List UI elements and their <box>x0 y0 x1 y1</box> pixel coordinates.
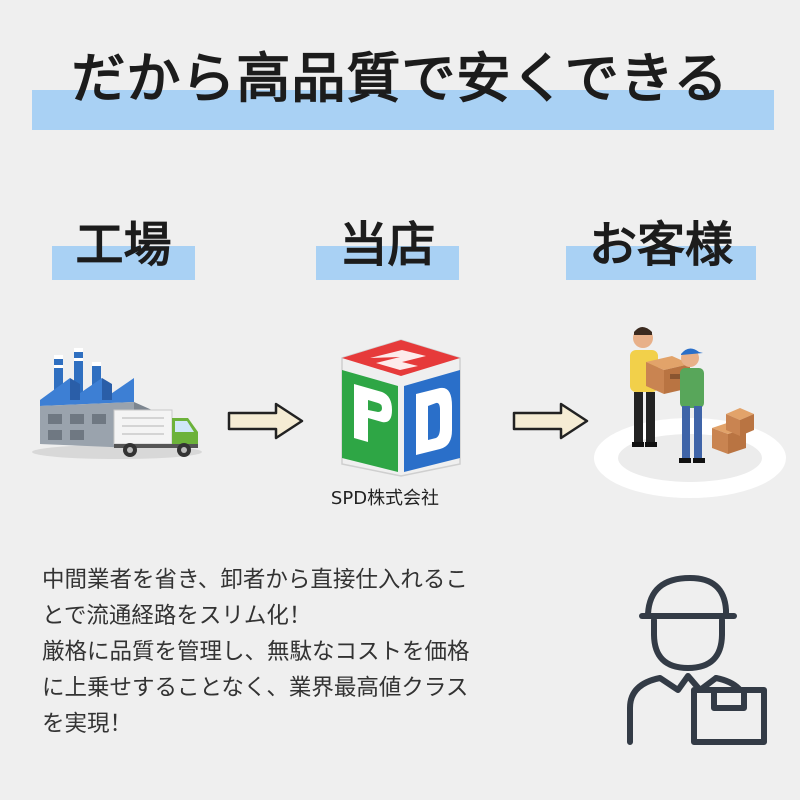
stage-label-shop: 当店 <box>339 217 436 273</box>
title-highlight <box>32 90 774 130</box>
arrow-right-icon <box>512 402 589 440</box>
truck-icon <box>113 409 198 457</box>
delivery-people-icon <box>594 327 786 498</box>
description-line: に上乗せすることなく、業界最高値クラス <box>42 675 469 701</box>
factory-icon <box>32 348 202 459</box>
stage-label-factory: 工場 <box>75 217 172 273</box>
description-line: 中間業者を省き、卸者から直接仕入れるこ <box>42 567 468 593</box>
company-name: SPD株式会社 <box>330 488 440 509</box>
description-line: とで流通経路をスリム化！ <box>42 603 312 629</box>
stage-highlight-factory <box>52 246 195 280</box>
courier-with-box-icon <box>627 575 767 745</box>
description: 中間業者を省き、卸者から直接仕入れるこ とで流通経路をスリム化！ 厳格に品質を管… <box>42 562 602 742</box>
description-line: 厳格に品質を管理し、無駄なコストを価格 <box>42 639 470 665</box>
arrow-right-icon <box>227 402 304 440</box>
stage-highlight-customer <box>566 246 756 280</box>
stage-label-customer: お客様 <box>588 217 733 273</box>
page-title: だから高品質で安くできる <box>71 47 729 110</box>
spd-logo-icon <box>341 339 461 477</box>
description-line: を実現！ <box>42 711 133 737</box>
stage-highlight-shop <box>316 246 459 280</box>
